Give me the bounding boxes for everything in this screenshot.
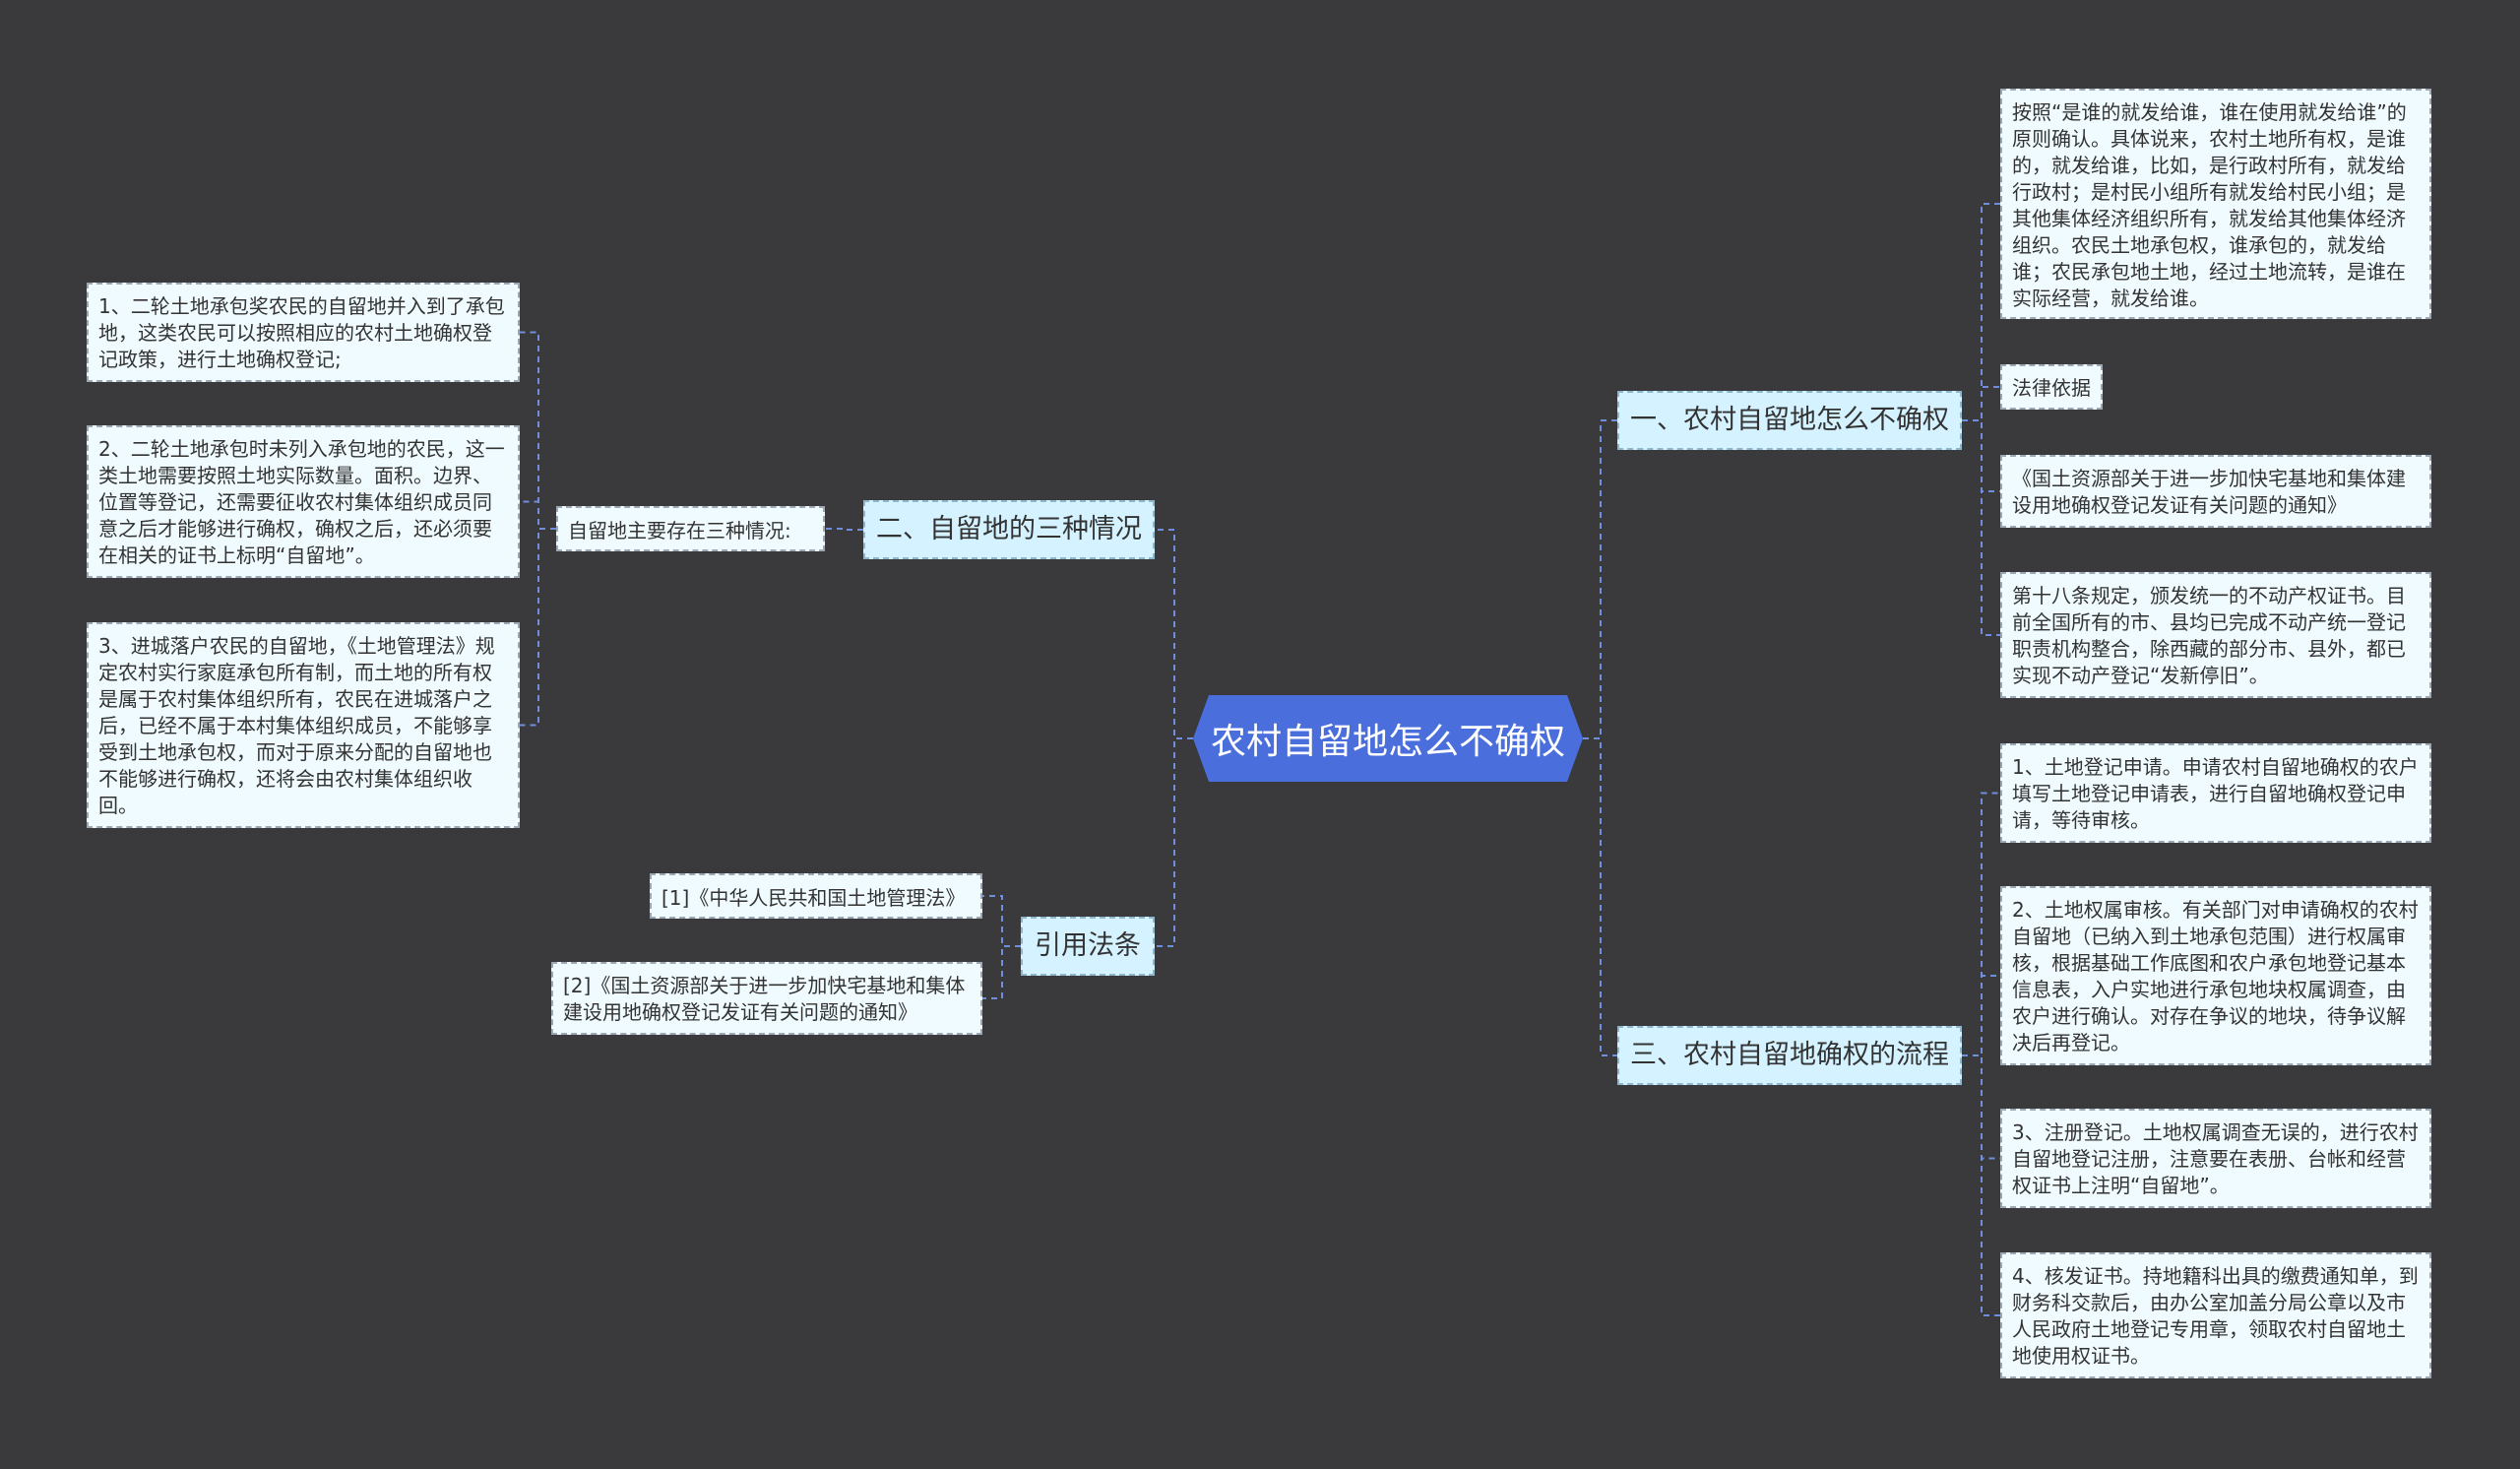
connector-line: [1155, 529, 1193, 739]
branch-three-situations[interactable]: 二、自留地的三种情况: [863, 500, 1155, 559]
branch-cited-laws[interactable]: 引用法条: [1021, 917, 1155, 976]
b4-leaf-notice: [2]《国土资源部关于进一步加快宅基地和集体建设用地确权登记发证有关问题的通知》: [551, 962, 982, 1035]
connector-line: [1962, 1054, 2000, 1160]
b3-leaf-step-4: 4、核发证书。持地籍科出具的缴费通知单，到财务科交款后，由办公室加盖分局公章以及…: [2000, 1252, 2431, 1378]
b4-leaf-land-law: [1]《中华人民共和国土地管理法》: [650, 873, 982, 919]
connector-line: [1583, 737, 1617, 1056]
b1-leaf-legal-basis: 法律依据: [2000, 364, 2103, 410]
connector-line: [1962, 975, 2000, 1056]
b2-leaf-situation-1: 1、二轮土地承包奖农民的自留地并入到了承包地，这类农民可以按照相应的农村土地确权…: [87, 283, 520, 382]
connector-line: [520, 528, 556, 727]
b1-leaf-article-18: 第十八条规定，颁发统一的不动产权证书。目前全国所有的市、县均已完成不动产统一登记…: [2000, 572, 2431, 698]
b3-leaf-step-1: 1、土地登记申请。申请农村自留地确权的农户填写土地登记申请表，进行自留地确权登记…: [2000, 743, 2431, 843]
b1-leaf-notice: 《国土资源部关于进一步加快宅基地和集体建设用地确权登记发证有关问题的通知》: [2000, 455, 2431, 528]
branch-confirmation-process[interactable]: 三、农村自留地确权的流程: [1617, 1026, 1962, 1085]
b1-leaf-principle: 按照“是谁的就发给谁，谁在使用就发给谁”的原则确认。具体说来，农村土地所有权，是…: [2000, 89, 2431, 319]
branch-why-not-confirmed[interactable]: 一、农村自留地怎么不确权: [1617, 391, 1962, 450]
connector-line: [825, 528, 863, 531]
connector-line: [520, 500, 556, 530]
connector-line: [1962, 386, 2000, 421]
b2-mid-three-situations: 自留地主要存在三种情况:: [556, 506, 825, 551]
connector-line: [982, 895, 1021, 947]
connector-line: [1962, 1054, 2000, 1316]
root-hexagon-shape: [1193, 695, 1583, 782]
b3-leaf-step-3: 3、注册登记。土地权属调查无误的，进行农村自留地登记注册，注意要在表册、台帐和经…: [2000, 1109, 2431, 1208]
b3-leaf-step-2: 2、土地权属审核。有关部门对申请确权的农村自留地（已纳入到土地承包范围）进行权属…: [2000, 886, 2431, 1065]
b2-leaf-situation-3: 3、进城落户农民的自留地，《土地管理法》规定农村实行家庭承包所有制，而土地的所有…: [87, 622, 520, 828]
root-node[interactable]: 农村自留地怎么不确权: [1193, 695, 1583, 782]
connector-line: [1583, 419, 1617, 739]
connector-line: [520, 331, 556, 530]
connector-line: [1962, 419, 2000, 636]
b2-leaf-situation-2: 2、二轮土地承包时未列入承包地的农民，这一类土地需要按照土地实际数量。面积。边界…: [87, 425, 520, 578]
connector-line: [1155, 737, 1193, 947]
connector-line: [982, 945, 1021, 999]
root-label: 农村自留地怎么不确权: [1210, 722, 1565, 762]
